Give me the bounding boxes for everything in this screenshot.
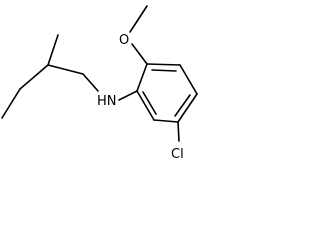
- ring-bond-c6-c1: [136, 90, 155, 121]
- bond-ring-to-chlorine: [177, 121, 180, 142]
- chlorine-atom-label: Cl: [171, 147, 184, 162]
- molecule-structure-diagram: O HN Cl: [1, 5, 198, 162]
- bond-nitrogen-to-ring: [118, 90, 138, 101]
- ring-double-bond-inner-left: [142, 91, 157, 115]
- ring-bond-c1-c2: [136, 63, 148, 92]
- ring-bond-c3-c4: [179, 64, 198, 95]
- bond-ethyl-to-branch: [19, 64, 49, 90]
- bond-oxygen-to-methyl: [129, 5, 148, 33]
- ring-bond-c2-c3: [146, 63, 181, 66]
- bond-ring-to-oxygen: [131, 43, 148, 65]
- ring-bond-c4-c5: [177, 93, 198, 123]
- bond-ethyl-terminal: [1, 88, 21, 119]
- ring-double-bond-inner-top: [151, 69, 177, 72]
- alkyl-chain: [1, 34, 99, 119]
- oxygen-atom-label: O: [119, 33, 129, 48]
- ring-double-bond-inner-right: [174, 94, 191, 117]
- bond-methyl-branch: [47, 34, 59, 66]
- bond-branch-to-ch2: [47, 64, 84, 75]
- ring-bond-c5-c6: [153, 119, 179, 123]
- amine-atom-label: HN: [97, 94, 117, 109]
- bond-ch2-to-nitrogen: [82, 73, 99, 92]
- benzene-ring: [136, 63, 198, 123]
